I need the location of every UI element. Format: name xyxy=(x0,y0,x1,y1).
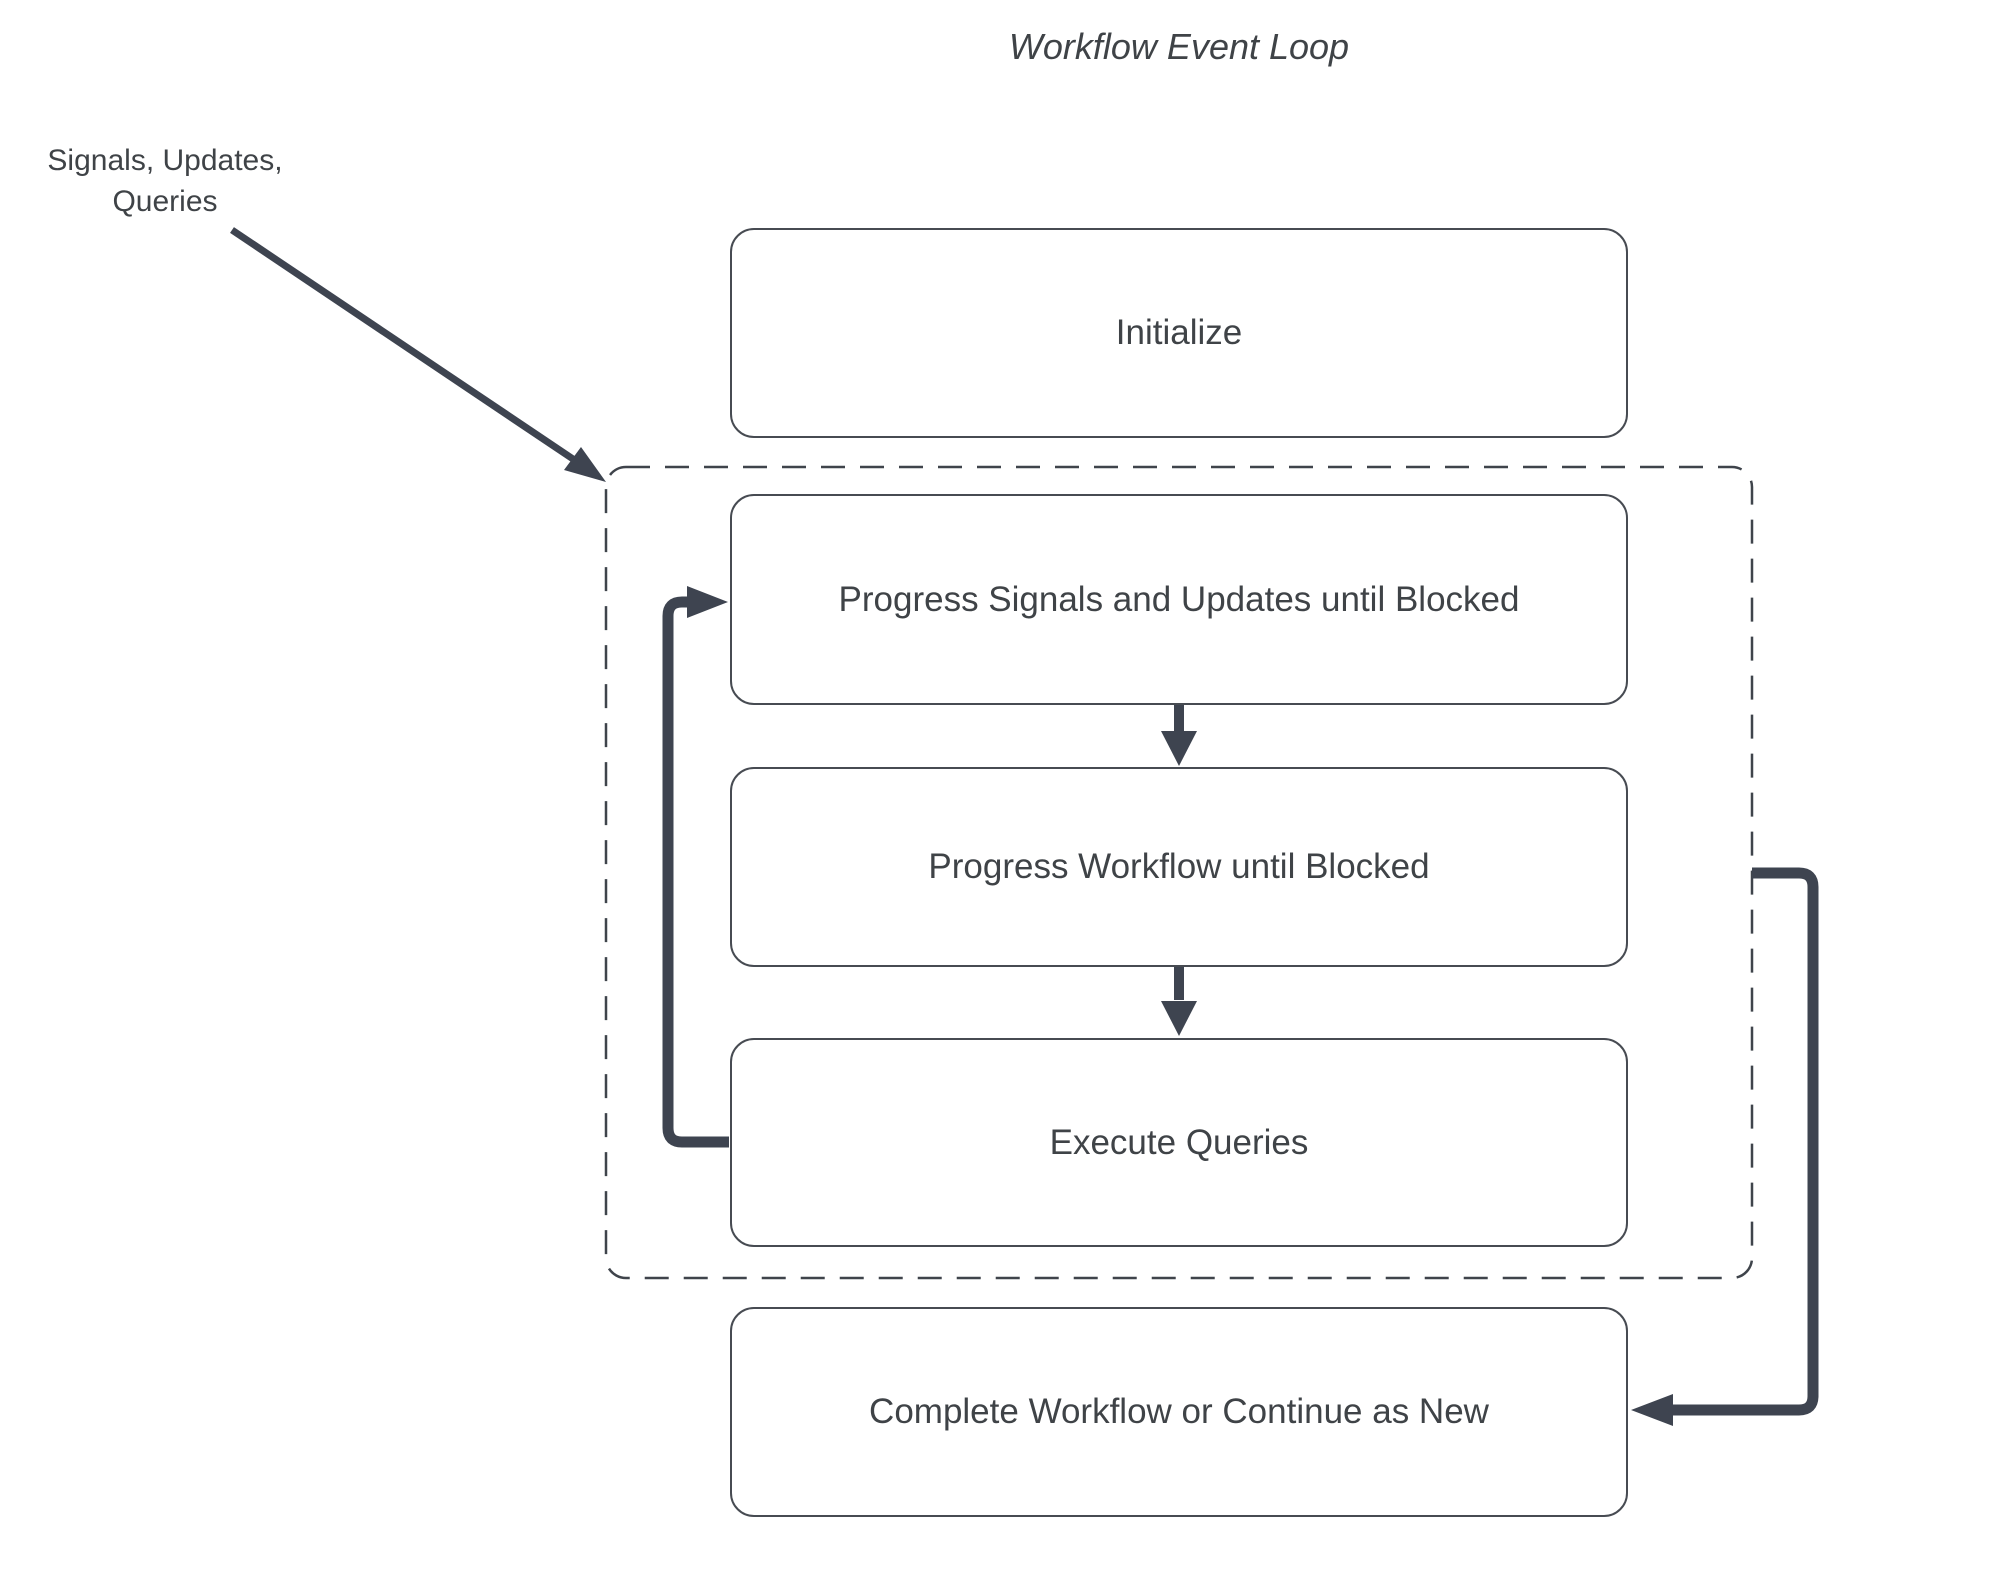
node-progress-workflow-label: Progress Workflow until Blocked xyxy=(928,847,1430,886)
continue-connector xyxy=(1673,867,1819,1416)
loop-back-arrow-icon xyxy=(662,586,729,1148)
signals-input-arrow-icon xyxy=(230,227,606,482)
node-progress-workflow: Progress Workflow until Blocked xyxy=(730,767,1628,967)
down-arrow-1-head xyxy=(1161,731,1197,766)
node-initialize: Initialize xyxy=(730,228,1628,438)
down-arrow-2-head xyxy=(1161,1001,1197,1036)
loop-back-arrowhead xyxy=(687,586,728,618)
diagram-title: Workflow Event Loop xyxy=(1008,26,1350,67)
signals-input-arrow-shaft xyxy=(230,227,575,462)
continue-arrow-icon xyxy=(1631,867,1819,1426)
node-initialize-label: Initialize xyxy=(1115,313,1243,352)
down-arrow-icon-2 xyxy=(1161,967,1197,1036)
node-execute-queries: Execute Queries xyxy=(730,1038,1628,1247)
loop-back-connector xyxy=(662,596,729,1148)
signals-updates-queries-label-line2: Queries xyxy=(112,185,218,218)
signals-input-arrowhead xyxy=(564,447,606,482)
node-complete-workflow: Complete Workflow or Continue as New xyxy=(730,1307,1628,1517)
node-progress-signals-and-updates: Progress Signals and Updates until Block… xyxy=(730,494,1628,705)
signals-updates-queries-label-line1: Signals, Updates, xyxy=(47,144,283,177)
node-progress-signals-and-updates-label: Progress Signals and Updates until Block… xyxy=(838,579,1520,619)
continue-arrowhead xyxy=(1631,1394,1673,1426)
node-complete-workflow-label: Complete Workflow or Continue as New xyxy=(869,1392,1489,1431)
node-execute-queries-label: Execute Queries xyxy=(1049,1122,1309,1162)
signals-updates-queries-label: Signals, Updates, Queries xyxy=(10,140,320,222)
down-arrow-icon-1 xyxy=(1161,705,1197,766)
